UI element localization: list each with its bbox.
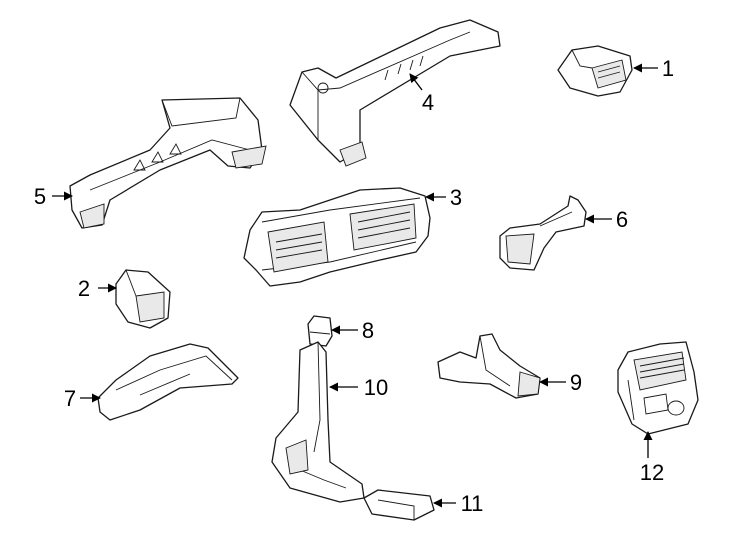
callout-1: 1 <box>662 56 674 81</box>
callout-leaders <box>52 63 658 508</box>
callout-5: 5 <box>34 184 46 209</box>
part-4-center-duct[interactable] <box>289 19 501 167</box>
part-2-vent[interactable] <box>115 269 171 329</box>
part-9-duct[interactable] <box>437 333 541 399</box>
callout-7: 7 <box>64 386 76 411</box>
part-11-duct-end[interactable] <box>363 489 435 521</box>
callout-9: 9 <box>570 370 582 395</box>
callout-12: 12 <box>640 460 664 485</box>
callout-numbers: 1 2 3 4 5 6 7 8 9 10 11 12 <box>34 56 674 516</box>
part-6-duct[interactable] <box>499 195 587 271</box>
part-3-center-grille[interactable] <box>243 187 431 287</box>
callout-2: 2 <box>78 276 90 301</box>
callout-3: 3 <box>450 185 462 210</box>
callout-4: 4 <box>422 90 434 115</box>
part-7-duct[interactable] <box>97 343 239 421</box>
callout-10: 10 <box>364 375 388 400</box>
callout-6: 6 <box>616 207 628 232</box>
part-1-vent[interactable] <box>557 45 633 97</box>
callout-8: 8 <box>362 318 374 343</box>
leader-4 <box>409 73 423 91</box>
part-12-rear-panel[interactable] <box>617 341 699 435</box>
part-10-vertical-duct[interactable] <box>271 341 365 503</box>
callout-11: 11 <box>461 491 484 516</box>
part-5-left-duct[interactable] <box>69 97 267 229</box>
part-8-clip[interactable] <box>307 315 333 347</box>
